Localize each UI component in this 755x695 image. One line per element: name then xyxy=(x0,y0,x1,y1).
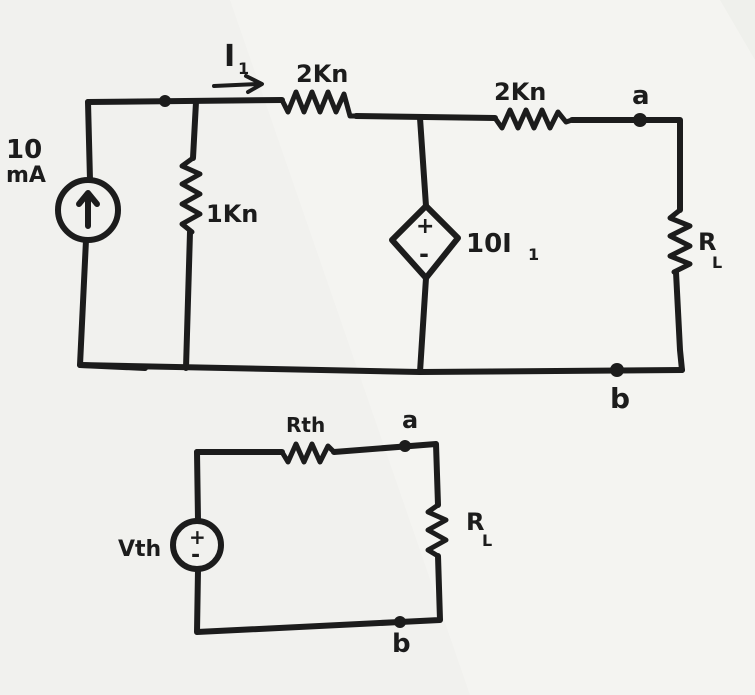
junction-dot xyxy=(159,95,171,107)
current-label-sub: 1 xyxy=(238,59,249,78)
wire-1k-bottom xyxy=(183,229,193,371)
source-unit: mA xyxy=(6,163,46,188)
wire-top-left xyxy=(85,97,285,105)
top-circuit xyxy=(55,74,693,377)
th-node-b-dot xyxy=(394,616,406,628)
dep-minus: - xyxy=(419,240,429,268)
label-2k-right: 2Kn xyxy=(494,78,546,106)
wire-1k-top xyxy=(190,99,199,161)
node-a-label: a xyxy=(632,81,650,111)
current-label: I xyxy=(224,39,235,74)
vth-minus: - xyxy=(191,543,200,568)
wire-th-left-top xyxy=(194,449,201,523)
arrow-up-icon xyxy=(76,190,100,229)
resistor-1k xyxy=(179,155,203,235)
dep-source-label: 10I xyxy=(466,229,512,259)
node-a-dot xyxy=(633,113,647,127)
node-b-label: b xyxy=(610,382,630,415)
load-sub: L xyxy=(712,253,722,272)
rl-label: R xyxy=(466,508,484,536)
resistor-2k-left xyxy=(279,89,359,119)
vth-label: Vth xyxy=(118,537,161,562)
dep-source-sub: 1 xyxy=(528,245,539,264)
voltage-source xyxy=(170,518,224,572)
wire-bottom-rail xyxy=(77,362,685,375)
label-2k-left: 2Kn xyxy=(296,60,348,88)
rth-label: Rth xyxy=(286,413,325,437)
vth-plus: + xyxy=(189,525,206,549)
thevenin-circuit xyxy=(170,440,449,635)
current-arrow-icon xyxy=(212,74,264,94)
wire-dep-bottom xyxy=(417,275,429,375)
node-b-dot xyxy=(610,363,624,377)
label-1k: 1Kn xyxy=(206,200,258,228)
wire-top-mid xyxy=(353,113,498,121)
th-node-b-label: b xyxy=(392,629,411,659)
load-label: R xyxy=(698,228,716,256)
wire-load-bottom xyxy=(673,269,685,373)
resistor-2k-right xyxy=(492,107,575,131)
th-node-a-dot xyxy=(399,440,411,452)
wire-dep-top xyxy=(417,115,429,209)
dep-plus: + xyxy=(416,214,434,239)
resistor-rl xyxy=(425,502,449,559)
resistor-rth xyxy=(279,441,337,465)
rl-sub: L xyxy=(482,531,492,550)
wire-th-top-right xyxy=(331,441,441,508)
wire-source-top xyxy=(85,99,93,183)
wire-top-right xyxy=(569,117,683,213)
th-node-a-label: a xyxy=(402,406,418,434)
resistor-load xyxy=(667,207,693,275)
source-value: 10 xyxy=(6,135,42,165)
paper-highlight xyxy=(230,0,755,695)
